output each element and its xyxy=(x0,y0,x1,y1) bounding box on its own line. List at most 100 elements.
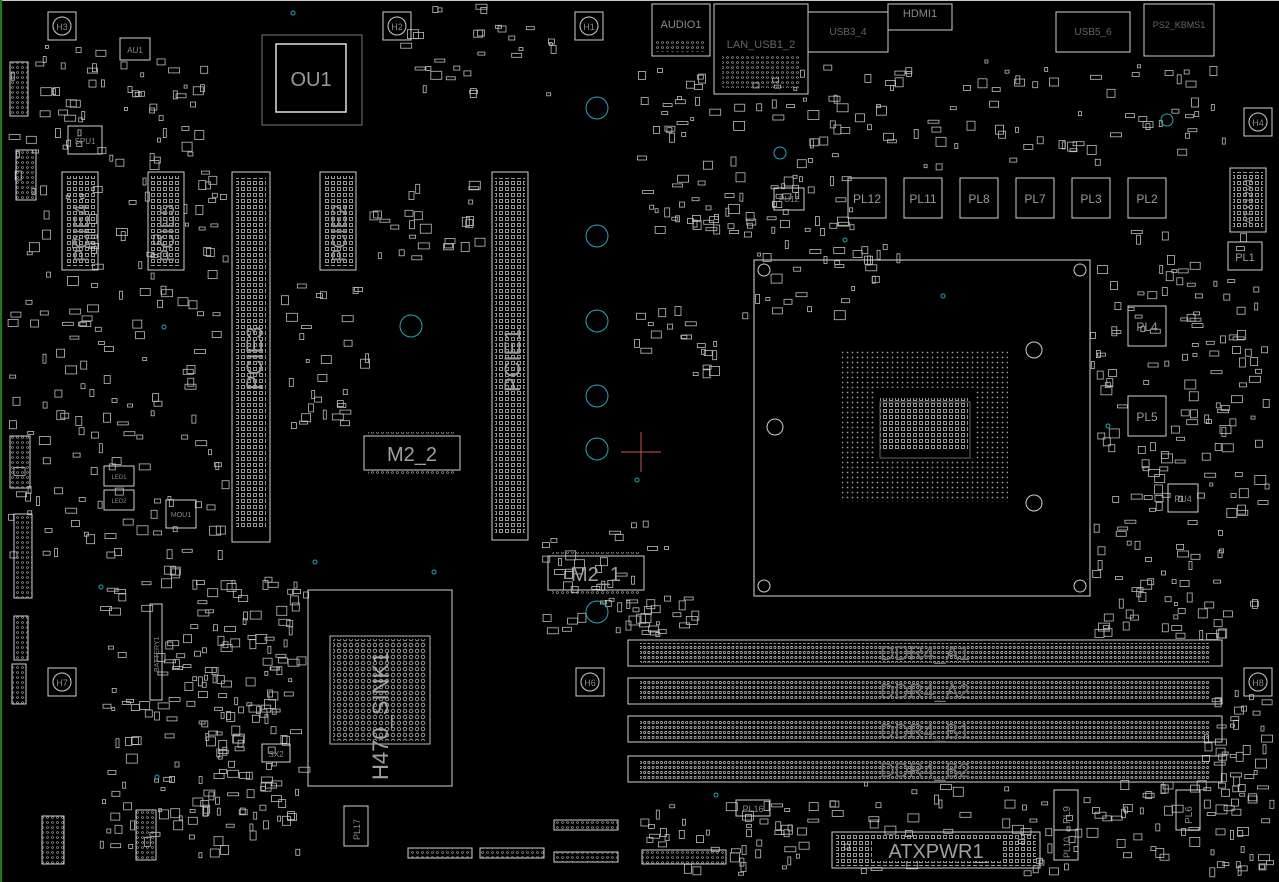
smd-pad xyxy=(1137,445,1146,454)
smd-pad xyxy=(1165,271,1174,282)
inductor-pl9[interactable]: PL9 xyxy=(1053,789,1079,831)
smd-pad xyxy=(103,375,111,384)
smd-pad xyxy=(1097,265,1108,275)
smd-pad xyxy=(1253,286,1260,293)
smd-pad xyxy=(1250,357,1258,367)
mounting-hole-h4[interactable]: H4 xyxy=(1243,107,1273,137)
smd-pad xyxy=(473,29,484,38)
cpu-socket[interactable] xyxy=(753,259,1091,597)
smd-pad xyxy=(681,131,687,137)
chip-ou1[interactable]: OU1 xyxy=(261,34,363,126)
connector-hdmi1[interactable]: HDMI1 xyxy=(887,3,953,31)
chip-sx2[interactable]: SX2 xyxy=(261,743,291,763)
smd-pad xyxy=(1171,804,1184,813)
smd-pad xyxy=(192,676,198,682)
inductor-pl1[interactable]: PL1 xyxy=(1227,241,1263,271)
svg-text:PL17: PL17 xyxy=(352,819,362,840)
smd-pad xyxy=(42,229,51,240)
pcie-slot-pcie2[interactable]: PCIE2 xyxy=(319,171,357,271)
dimm-slot-ddr4-b2[interactable]: DDR4_B2 xyxy=(627,755,1223,783)
connector-usb3-4[interactable]: USB3_4 xyxy=(807,11,889,53)
chip-au1[interactable]: AU1 xyxy=(119,37,151,61)
battery-holder[interactable]: BATTERY1 xyxy=(149,603,163,701)
inductor-pl2[interactable]: PL2 xyxy=(1127,177,1167,219)
smd-pad xyxy=(1150,442,1156,452)
smd-pad xyxy=(835,197,847,203)
inductor-pl11[interactable]: PL11 xyxy=(903,177,943,219)
dimm-slot-ddr4-a1[interactable]: DDR4_A1 xyxy=(627,639,1223,667)
inductor-pl5[interactable]: PL5 xyxy=(1127,395,1167,437)
smd-pad xyxy=(1177,148,1188,156)
smd-pad xyxy=(343,339,353,347)
inductor-pl3[interactable]: PL3 xyxy=(1071,177,1111,219)
inductor-pl16[interactable]: PL16 xyxy=(735,799,771,817)
smd-pad xyxy=(280,735,288,744)
smd-pad xyxy=(281,735,290,746)
smd-pad xyxy=(65,99,77,108)
inductor-pl6[interactable]: PL6 xyxy=(1175,789,1201,831)
mounting-hole-h2[interactable]: H2 xyxy=(382,11,412,41)
chip-spu1[interactable]: SPU1 xyxy=(67,125,103,155)
pcie-slot-pcie4[interactable]: PCIE4 xyxy=(61,171,99,271)
smd-pad xyxy=(681,334,692,340)
smd-pad xyxy=(1182,353,1188,361)
atx12v-connector[interactable]: ATX12V1 xyxy=(1229,167,1267,233)
smd-pad xyxy=(998,130,1006,139)
led-led2[interactable]: LED2 xyxy=(103,489,135,511)
dimm-slot-ddr4-a2[interactable]: DDR4_A2 xyxy=(627,677,1223,705)
dimm-slot-ddr4-b1[interactable]: DDR4_B1 xyxy=(627,715,1223,743)
chip-pu4[interactable]: PU4 xyxy=(1167,483,1199,513)
smd-pad xyxy=(160,285,167,295)
smd-pad xyxy=(1015,126,1019,133)
connector-lan-usb[interactable]: LAN_USB1_2 xyxy=(713,3,809,95)
inductor-pl12[interactable]: PL12 xyxy=(847,177,887,219)
smd-pad xyxy=(377,252,382,260)
smd-pad xyxy=(184,383,197,390)
pin-header-left[interactable] xyxy=(9,61,157,865)
connector-audio1[interactable]: AUDIO1 xyxy=(651,3,711,57)
smd-pad xyxy=(865,264,878,272)
m2-connector-m2-1[interactable]: M2_1 xyxy=(547,552,645,594)
southbridge-h470-sink1[interactable]: H470_SINK1 xyxy=(307,589,453,787)
smd-pad xyxy=(1211,698,1221,703)
smd-pad xyxy=(78,117,84,123)
smd-pad xyxy=(237,739,244,748)
mounting-hole-h6[interactable]: H6 xyxy=(575,667,605,697)
inductor-pl8[interactable]: PL8 xyxy=(959,177,999,219)
smd-pad xyxy=(140,72,145,78)
smd-pad xyxy=(1220,335,1226,344)
pin-header-bottom[interactable] xyxy=(407,819,727,865)
smd-pad xyxy=(815,216,820,227)
chip-pu12[interactable]: PU12 xyxy=(773,187,805,211)
smd-pad xyxy=(111,398,118,403)
smd-pad xyxy=(1252,710,1261,716)
smd-pad xyxy=(123,431,136,437)
led-led1[interactable]: LED1 xyxy=(103,465,135,487)
connector-usb5-6[interactable]: USB5_6 xyxy=(1055,11,1131,53)
mounting-hole-h1[interactable]: H1 xyxy=(574,11,604,41)
inductor-pl7[interactable]: PL7 xyxy=(1015,177,1055,219)
smd-pad xyxy=(322,409,327,420)
mounting-hole-h3[interactable]: H3 xyxy=(47,11,77,41)
smd-pad xyxy=(1110,132,1122,138)
atx-power-connector[interactable]: ATXPWR1 xyxy=(831,831,1041,869)
connector-ps2-kbms[interactable]: PS2_KBMS1 xyxy=(1143,3,1215,57)
mounting-hole-h7[interactable]: H7 xyxy=(47,667,77,697)
m2-connector-m2-2[interactable]: M2_2 xyxy=(363,432,461,474)
mounting-hole-h8[interactable]: H8 xyxy=(1243,667,1273,697)
chip-mou1[interactable]: MOU1 xyxy=(165,499,197,529)
smd-pad xyxy=(172,526,178,533)
pcie-slot-pcie1[interactable]: PCIE1 xyxy=(491,171,529,541)
smd-pad xyxy=(238,809,248,816)
pcie-slot-pcie5[interactable]: PCIE5 xyxy=(147,171,185,271)
smd-pad xyxy=(339,409,352,415)
pcie-slot-pcie3[interactable]: PCIE3 xyxy=(231,171,271,543)
inductor-pl4[interactable]: PL4 xyxy=(1127,305,1167,347)
smd-pad xyxy=(226,583,237,592)
smd-pad xyxy=(1149,328,1161,334)
inductor-pl17[interactable]: PL17 xyxy=(343,805,369,847)
smd-pad xyxy=(1188,391,1199,402)
smd-pad xyxy=(641,630,651,635)
inductor-pl10[interactable]: PL10 xyxy=(1053,829,1079,861)
